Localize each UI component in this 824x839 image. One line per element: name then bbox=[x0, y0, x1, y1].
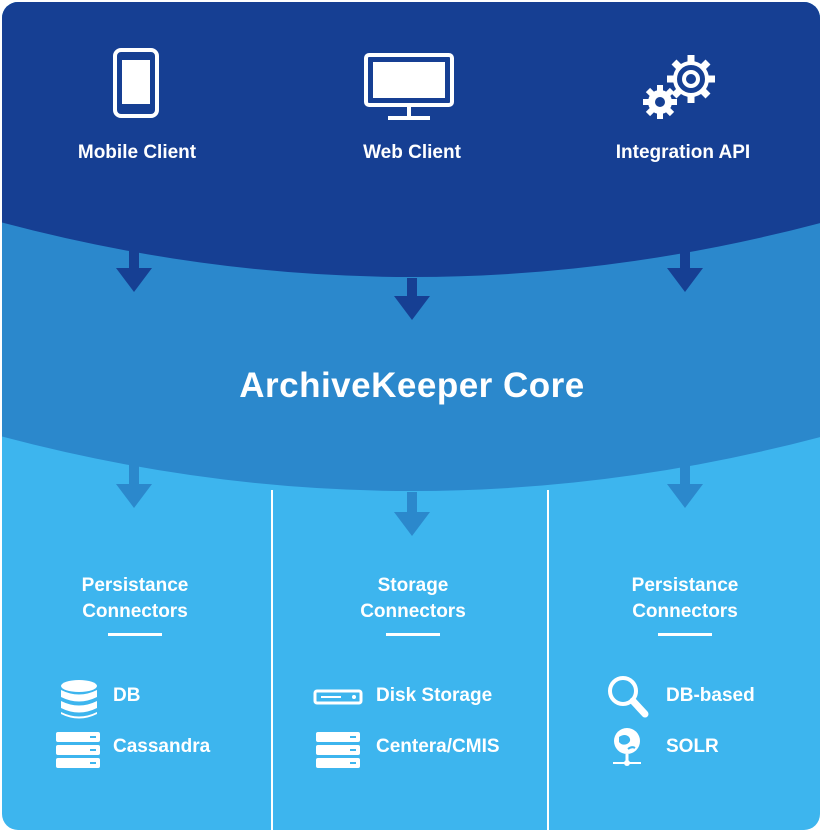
arrow-down-icon bbox=[116, 464, 152, 508]
connector-label-db: DB bbox=[113, 685, 141, 706]
client-label-mobile: Mobile Client bbox=[77, 142, 197, 163]
column-title-line: Persistance bbox=[631, 575, 739, 596]
database-icon bbox=[61, 680, 97, 719]
gears-icon bbox=[643, 55, 715, 119]
connector-label-solr: SOLR bbox=[666, 736, 719, 757]
column-rule bbox=[658, 633, 712, 636]
column-title-storage: Storage Connectors bbox=[283, 573, 543, 625]
core-title: ArchiveKeeper Core bbox=[239, 366, 585, 405]
magnifier-icon bbox=[608, 676, 649, 718]
client-label-web: Web Client bbox=[363, 142, 461, 163]
arrow-down-icon bbox=[394, 278, 430, 320]
arrow-down-icon bbox=[667, 464, 703, 508]
mobile-phone-icon bbox=[113, 48, 159, 118]
column-title-line: Connectors bbox=[82, 601, 188, 622]
network-globe-icon bbox=[613, 728, 641, 766]
column-title-persistance-1: Persistance Connectors bbox=[5, 573, 265, 625]
column-title-line: Connectors bbox=[360, 601, 466, 622]
connector-label-centera-cmis: Centera/CMIS bbox=[376, 736, 500, 757]
column-title-line: Storage bbox=[377, 575, 449, 596]
column-rule bbox=[108, 633, 162, 636]
arrow-down-icon bbox=[394, 492, 430, 536]
connector-label-db-based: DB-based bbox=[666, 685, 755, 706]
column-title-line: Persistance bbox=[81, 575, 189, 596]
arrow-down-icon bbox=[116, 250, 152, 292]
column-title-persistance-2: Persistance Connectors bbox=[555, 573, 815, 625]
connector-label-cassandra: Cassandra bbox=[113, 736, 211, 757]
top-band bbox=[2, 2, 820, 277]
column-rule bbox=[386, 633, 440, 636]
server-rack-icon bbox=[56, 732, 100, 768]
client-label-integration-api: Integration API bbox=[615, 142, 751, 163]
connector-label-disk-storage: Disk Storage bbox=[376, 685, 493, 706]
column-title-line: Connectors bbox=[632, 601, 738, 622]
server-rack-icon bbox=[316, 732, 360, 768]
monitor-icon bbox=[364, 53, 454, 120]
arrow-down-icon bbox=[667, 250, 703, 292]
disk-drive-icon bbox=[313, 689, 363, 705]
